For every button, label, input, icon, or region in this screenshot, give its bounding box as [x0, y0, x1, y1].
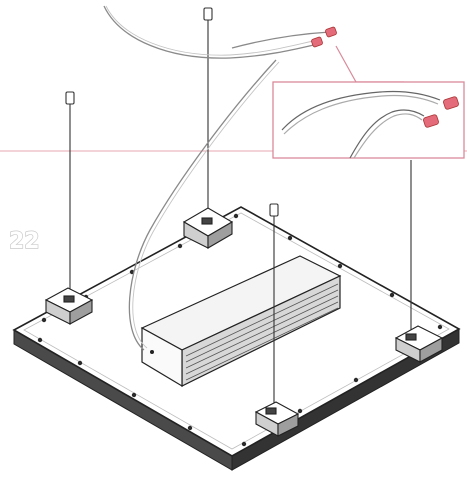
mounting-brackets [44, 207, 444, 437]
callout-wires [281, 90, 441, 159]
callout-pointer [335, 45, 404, 83]
wire-connector-icon [423, 114, 439, 128]
mounting-bracket-right [394, 325, 444, 363]
driver-end [141, 326, 183, 388]
mounting-bracket-left [44, 287, 94, 325]
hanging-cable-center [203, 7, 213, 210]
power-cord [103, 5, 331, 351]
hanging-cable-front [269, 203, 279, 410]
callout-detail [272, 81, 465, 159]
wire-connectors-top [311, 26, 337, 48]
mounting-bracket-front [254, 401, 300, 437]
driver-port [150, 350, 154, 354]
mounting-bracket-center [182, 207, 234, 249]
hanging-cable-left [65, 91, 75, 290]
wire-connector-icon [325, 26, 337, 38]
hanging-cables [65, 7, 412, 410]
led-driver [140, 255, 342, 388]
step-number: 22 [9, 229, 40, 254]
driver-fins [185, 283, 339, 381]
wire-connector-icon [443, 96, 459, 110]
panel-inner-border [23, 212, 450, 450]
wire-connector-icon [311, 36, 323, 48]
